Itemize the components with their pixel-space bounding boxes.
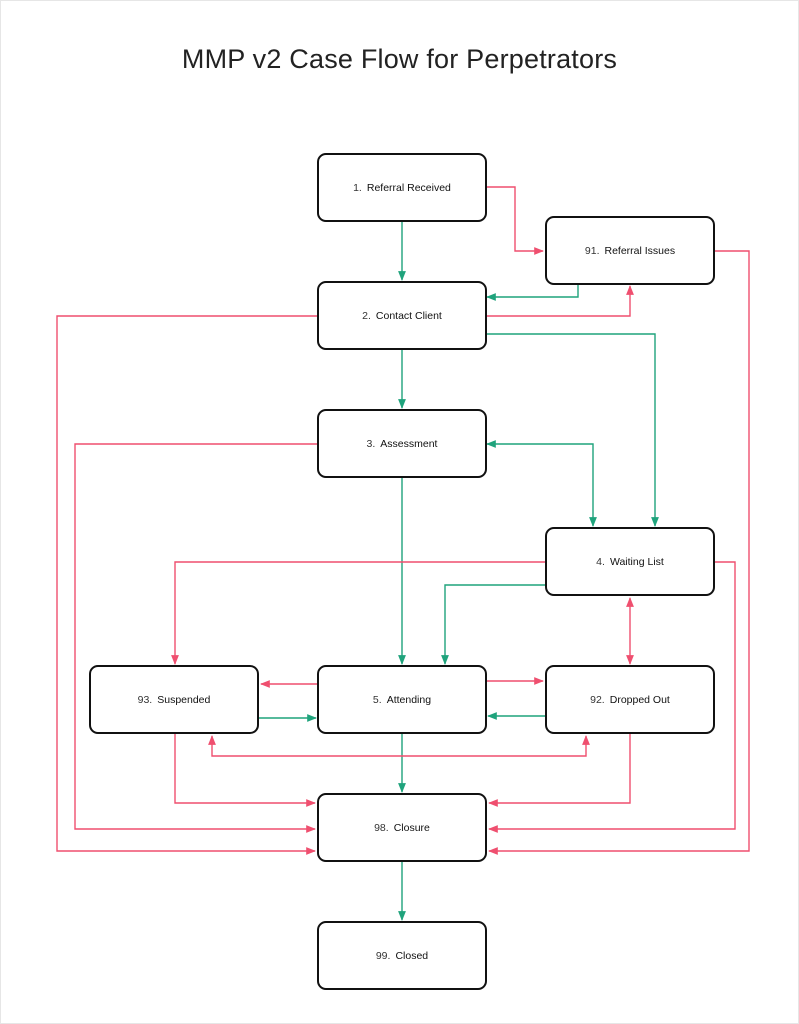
edge-referral-received-to-referral-issues bbox=[487, 186, 544, 255]
node-label: Contact Client bbox=[375, 309, 442, 322]
node-number: 4. bbox=[596, 555, 605, 568]
node-label: Attending bbox=[386, 693, 432, 706]
node-label: Assessment bbox=[380, 437, 438, 450]
edge-contact-client-to-waiting-list bbox=[487, 333, 659, 527]
edge-suspended-dropped-out-bidirectional bbox=[208, 735, 590, 757]
edge-waiting-list-to-suspended bbox=[171, 561, 545, 665]
node-label: Suspended bbox=[157, 693, 211, 706]
diagram-title: MMP v2 Case Flow for Perpetrators bbox=[181, 44, 618, 74]
node-label: Dropped Out bbox=[609, 693, 670, 706]
node-dropped-out[interactable]: 92. Dropped Out bbox=[545, 665, 715, 734]
node-suspended[interactable]: 93. Suspended bbox=[89, 665, 259, 734]
edge-referral-issues-to-contact-client bbox=[486, 284, 579, 301]
node-referral-received[interactable]: 1. Referral Received bbox=[317, 153, 487, 222]
edge-suspended-to-closure bbox=[174, 734, 316, 807]
node-attending[interactable]: 5. Attending bbox=[317, 665, 487, 734]
node-referral-issues[interactable]: 91. Referral Issues bbox=[545, 216, 715, 285]
node-number: 99. bbox=[375, 949, 391, 962]
node-waiting-list[interactable]: 4. Waiting List bbox=[545, 527, 715, 596]
node-label: Closure bbox=[393, 821, 430, 834]
edge-referral-issues-to-closure bbox=[488, 250, 750, 855]
node-label: Waiting List bbox=[609, 555, 664, 568]
edge-waiting-list-to-closure bbox=[488, 561, 736, 833]
edge-dropped-out-to-closure bbox=[488, 734, 631, 807]
node-number: 1. bbox=[353, 181, 362, 194]
node-number: 3. bbox=[366, 437, 376, 450]
node-assessment[interactable]: 3. Assessment bbox=[317, 409, 487, 478]
node-number: 98. bbox=[374, 821, 389, 834]
edge-contact-client-to-referral-issues bbox=[487, 285, 634, 317]
node-closed[interactable]: 99. Closed bbox=[317, 921, 487, 990]
node-contact-client[interactable]: 2. Contact Client bbox=[317, 281, 487, 350]
node-closure[interactable]: 98. Closure bbox=[317, 793, 487, 862]
node-number: 92. bbox=[590, 693, 605, 706]
edge-contact-client-to-closure bbox=[56, 315, 317, 855]
node-number: 2. bbox=[362, 309, 371, 322]
edge-assessment-waiting-list-bidirectional bbox=[486, 440, 597, 527]
node-label: Referral Issues bbox=[604, 244, 676, 257]
edge-waiting-list-to-attending bbox=[441, 584, 545, 665]
node-number: 91. bbox=[584, 244, 600, 257]
node-label: Referral Received bbox=[366, 181, 451, 194]
node-label: Closed bbox=[395, 949, 429, 962]
node-number: 93. bbox=[137, 693, 153, 706]
node-number: 5. bbox=[372, 693, 382, 706]
edge-assessment-to-closure bbox=[74, 443, 317, 833]
